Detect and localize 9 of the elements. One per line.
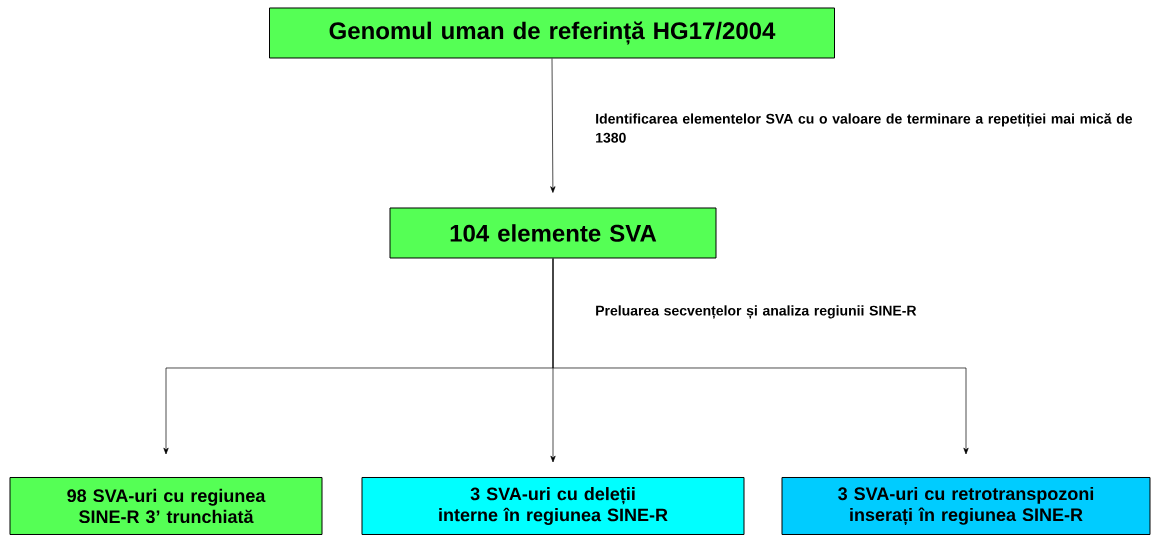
edge-label: Preluarea secvențelor și analiza regiunii SINE-R (596, 305, 917, 319)
process-box: 3 SVA-uri cu retrotranspozoni inserați în regiunea SINE-R (781, 477, 1151, 535)
arrow (550, 58, 556, 193)
process-box: 98 SVA-uri cu regiunea SINE-R 3’ trunchiată (9, 477, 323, 535)
arrow (552, 258, 969, 455)
process-box: Genomul uman de referință HG17/2004 (269, 7, 835, 59)
process-box: 3 SVA-uri cu deleții interne în regiunea SINE-R (361, 477, 745, 535)
edge-label: Identificarea elementelor SVA cu o valoare de terminare a repetiției mai mică de 1380 (596, 113, 1133, 143)
process-box: 104 elemente SVA (389, 207, 717, 259)
